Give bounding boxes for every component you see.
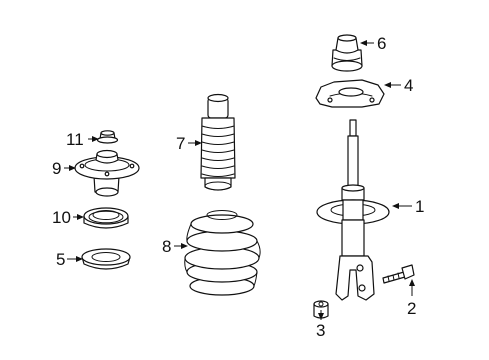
callout-6: 6 bbox=[377, 34, 386, 53]
callout-7: 7 bbox=[176, 134, 185, 153]
part-6-bumper bbox=[331, 34, 363, 72]
callout-3: 3 bbox=[316, 321, 325, 340]
part-11-nut bbox=[96, 130, 119, 144]
part-8-coil-spring bbox=[184, 210, 261, 296]
part-2-bolt bbox=[382, 264, 415, 284]
callout-4: 4 bbox=[404, 76, 413, 95]
part-9-strut-mount bbox=[74, 149, 140, 197]
leader-lines bbox=[64, 40, 415, 320]
part-5-spring-seat bbox=[81, 248, 131, 270]
part-10-bearing bbox=[83, 207, 129, 229]
callout-9: 9 bbox=[52, 159, 61, 178]
part-7-dust-boot bbox=[200, 93, 236, 191]
callout-8: 8 bbox=[162, 237, 171, 256]
callout-11: 11 bbox=[66, 130, 84, 149]
callout-5: 5 bbox=[56, 250, 65, 269]
part-4-upper-mount bbox=[315, 79, 385, 108]
callout-1: 1 bbox=[415, 197, 424, 216]
part-1-strut bbox=[316, 119, 390, 301]
callout-2: 2 bbox=[407, 299, 416, 318]
callout-10: 10 bbox=[52, 208, 71, 227]
